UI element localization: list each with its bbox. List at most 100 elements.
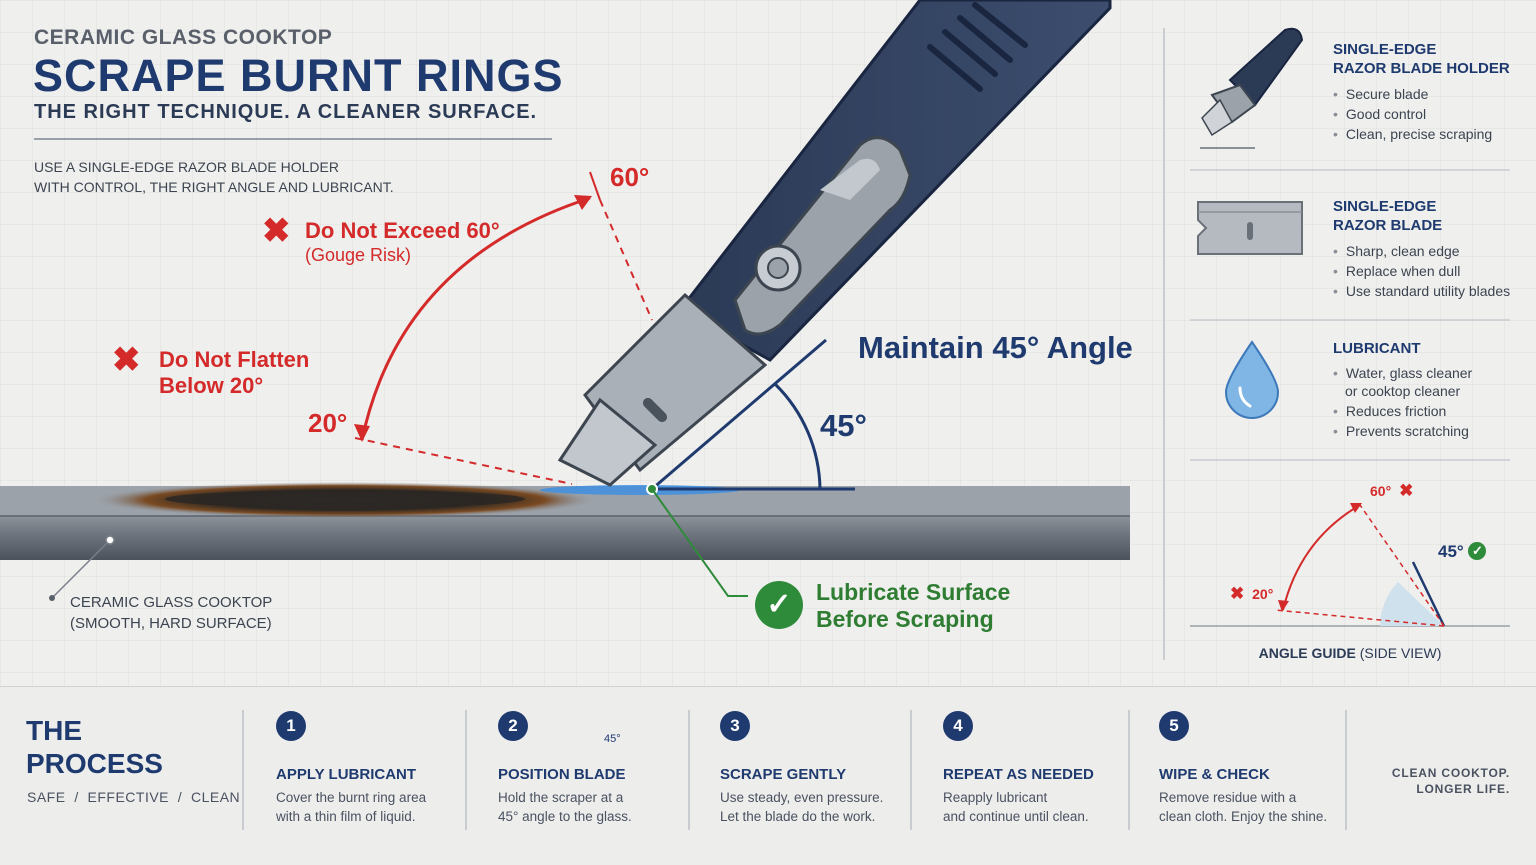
panel-title-line: RAZOR BLADE HOLDER: [1333, 60, 1510, 77]
warn-exceed-sub: (Gouge Risk): [305, 245, 412, 265]
caption-rest: (SIDE VIEW): [1355, 645, 1442, 661]
panel-item-blade: SINGLE-EDGE RAZOR BLADE Sharp, clean edg…: [1333, 197, 1523, 301]
guide-45-text: 45°: [1438, 542, 1464, 561]
step-desc-line: clean cloth. Enjoy the shine.: [1159, 809, 1328, 824]
label-45: 45°: [820, 408, 867, 443]
process-title: THE PROCESS: [26, 714, 163, 780]
step-desc: Hold the scraper at a 45° angle to the g…: [498, 788, 632, 826]
page-title: SCRAPE BURNT RINGS: [33, 50, 564, 101]
bullet: Secure blade: [1333, 84, 1523, 104]
cooktop-callout-line: [51, 539, 111, 599]
panel-title-line: SINGLE-EDGE: [1333, 198, 1437, 215]
cooktop-label-line: (SMOOTH, HARD SURFACE): [70, 615, 272, 632]
check-icon: ✓: [755, 581, 803, 629]
scraper-icon: [1200, 27, 1304, 149]
warn-flatten: Do Not Flatten Below 20°: [159, 347, 309, 399]
warn-exceed: Do Not Exceed 60°: [305, 218, 500, 243]
bullet: Use standard utility blades: [1333, 281, 1523, 301]
lubricate-line: Before Scraping: [816, 606, 994, 632]
guide-60-label: 60° ✖: [1370, 481, 1413, 501]
panel-bullets: Water, glass cleaner or cooktop cleaner …: [1333, 364, 1523, 440]
step-title: APPLY LUBRICANT: [276, 766, 417, 783]
header-kicker: CERAMIC GLASS COOKTOP: [34, 26, 333, 49]
panel-item-lubricant: LUBRICANT Water, glass cleaner or cookto…: [1333, 339, 1523, 440]
step-desc-line: and continue until clean.: [943, 809, 1089, 824]
razor-blade-icon: [1197, 201, 1303, 255]
bullet: Prevents scratching: [1333, 422, 1523, 440]
x-icon: ✖: [1399, 481, 1414, 500]
cooktop-label: CERAMIC GLASS COOKTOP (SMOOTH, HARD SURF…: [70, 592, 272, 634]
bullet: Good control: [1333, 104, 1523, 124]
step-desc-line: 45° angle to the glass.: [498, 809, 632, 824]
bullet-continuation: or cooktop cleaner: [1333, 382, 1523, 400]
step-desc: Remove residue with a clean cloth. Enjoy…: [1159, 788, 1327, 826]
process-subtitle: SAFE / EFFECTIVE / CLEAN: [27, 789, 241, 805]
step-number: 5: [1159, 711, 1189, 741]
bullet: Water, glass cleaner: [1333, 364, 1523, 382]
tagline: CLEAN COOKTOP. LONGER LIFE.: [1370, 765, 1510, 797]
step-desc-line: Cover the burnt ring area: [276, 790, 427, 805]
process-title-line: THE: [26, 715, 82, 746]
page-subtitle: THE RIGHT TECHNIQUE. A CLEANER SURFACE.: [34, 101, 538, 123]
angle-guide-diagram: [1190, 503, 1510, 627]
step-divider: [688, 710, 690, 830]
step-desc: Reapply lubricant and continue until cle…: [943, 788, 1089, 826]
bullet-text: or cooktop cleaner: [1345, 383, 1461, 399]
check-icon: ✓: [1468, 542, 1487, 560]
intro-line: WITH CONTROL, THE RIGHT ANGLE AND LUBRIC…: [34, 179, 394, 195]
panel-item-title: LUBRICANT: [1333, 340, 1421, 357]
step-number: 1: [276, 711, 306, 741]
tagline-line: CLEAN COOKTOP.: [1391, 766, 1510, 780]
step-divider: [1128, 710, 1130, 830]
warn-flatten-line: Do Not Flatten: [159, 347, 310, 372]
step-desc-line: Reapply lubricant: [943, 790, 1048, 805]
guide-60-text: 60°: [1370, 483, 1392, 499]
step-divider: [242, 710, 244, 830]
angle-guide-caption: ANGLE GUIDE (SIDE VIEW): [1190, 645, 1510, 661]
intro-line: USE A SINGLE-EDGE RAZOR BLADE HOLDER: [34, 159, 339, 175]
scraper-tool: [557, 0, 1112, 487]
label-20: 20°: [308, 408, 348, 438]
guide-20-text: 20°: [1252, 586, 1274, 602]
bullet: Reduces friction: [1333, 402, 1523, 420]
process-title-line: PROCESS: [26, 748, 163, 779]
step-divider: [1345, 710, 1347, 830]
lubricate-line: Lubricate Surface: [816, 579, 1011, 605]
step-title: SCRAPE GENTLY: [720, 766, 847, 783]
step-title: REPEAT AS NEEDED: [943, 766, 1094, 783]
step-desc-line: Remove residue with a: [1159, 790, 1297, 805]
bullet: Replace when dull: [1333, 261, 1523, 281]
bullet: Clean, precise scraping: [1333, 124, 1523, 144]
step-desc-line: Hold the scraper at a: [498, 790, 624, 805]
lubricate-label: Lubricate Surface Before Scraping: [816, 579, 1010, 633]
step-desc: Use steady, even pressure. Let the blade…: [720, 788, 883, 826]
panel-divider: [1163, 28, 1165, 660]
angle-45-lines: [651, 338, 855, 491]
panel-item-title: SINGLE-EDGE RAZOR BLADE: [1333, 197, 1523, 235]
panel-bullets: Sharp, clean edge Replace when dull Use …: [1333, 241, 1523, 301]
step-desc-line: Let the blade do the work.: [720, 809, 876, 824]
x-icon: ✖: [112, 341, 141, 379]
step-title: POSITION BLADE: [498, 766, 626, 783]
guide-20-label: ✖ 20°: [1230, 584, 1273, 604]
step-number: 2: [498, 711, 528, 741]
step-desc-line: Use steady, even pressure.: [720, 790, 884, 805]
process-strip: [0, 686, 1536, 865]
x-icon: ✖: [1230, 584, 1245, 603]
panel-title-line: SINGLE-EDGE: [1333, 41, 1437, 58]
panel-item-title: SINGLE-EDGE RAZOR BLADE HOLDER: [1333, 40, 1523, 78]
step-divider: [465, 710, 467, 830]
caption-bold: ANGLE GUIDE: [1258, 645, 1356, 661]
x-icon: ✖: [262, 212, 291, 250]
panel-item-holder: SINGLE-EDGE RAZOR BLADE HOLDER Secure bl…: [1333, 40, 1523, 144]
angle-limit-lines: [354, 171, 653, 485]
label-60: 60°: [610, 162, 650, 192]
guide-45-label: 45° ✓: [1438, 542, 1487, 562]
intro-text: USE A SINGLE-EDGE RAZOR BLADE HOLDER WIT…: [34, 157, 394, 197]
lube-callout-line: [651, 488, 748, 597]
panel-title-line: RAZOR BLADE: [1333, 217, 1443, 234]
panel-bullets: Secure blade Good control Clean, precise…: [1333, 84, 1523, 144]
tagline-line: LONGER LIFE.: [1416, 782, 1510, 796]
step-number: 3: [720, 711, 750, 741]
